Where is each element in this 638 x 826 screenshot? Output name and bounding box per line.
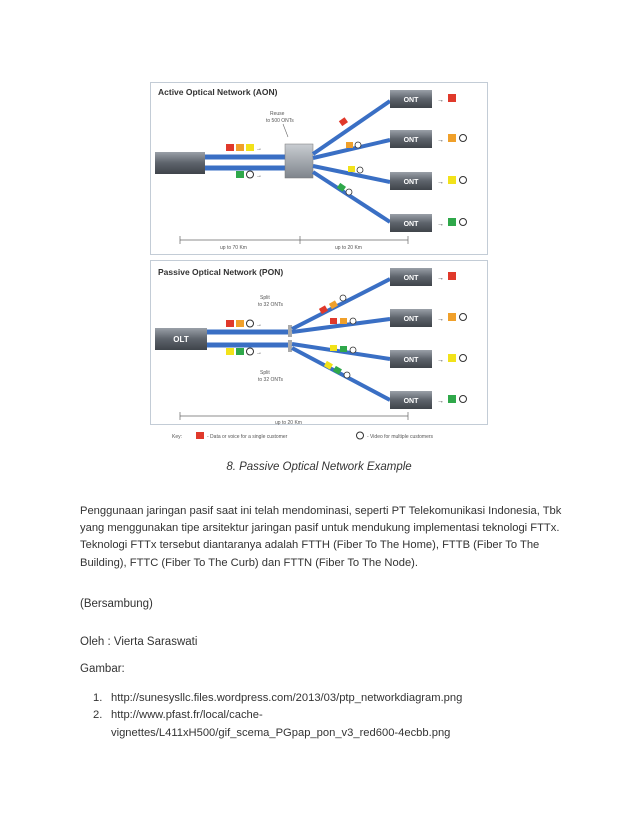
paragraph-line: Building), FTTC (Fiber To The Curb) dan … (80, 556, 419, 569)
svg-text:→: → (437, 221, 444, 228)
aon-switch (284, 143, 314, 179)
aon-distance-left: up to 70 Km (220, 245, 247, 251)
key-data-icon (196, 432, 204, 439)
paragraph-line: Teknologi FTTx tersebut diantaranya adal… (80, 539, 540, 552)
aon-ont-2: ONT → (390, 130, 467, 148)
reference-item: 1. http://sunesysllc.files.wordpress.com/… (93, 690, 462, 707)
bersambung-text: (Bersambung) (80, 598, 153, 610)
svg-text:to 32 ONTs: to 32 ONTs (258, 377, 284, 383)
svg-text:ONT: ONT (404, 221, 420, 228)
pon-ont-4: ONT → (390, 391, 467, 409)
tag-a-icon (226, 144, 234, 151)
aon-central-office (155, 152, 205, 174)
svg-text:→: → (437, 179, 444, 186)
svg-text:→: → (437, 398, 444, 405)
aon-title: Active Optical Network (AON) (158, 87, 278, 97)
reference-item: 2. http://www.pfast.fr/local/cache- (93, 707, 462, 724)
svg-text:→: → (437, 137, 444, 144)
pon-ont-2: ONT → (390, 309, 467, 327)
paragraph-line: Penggunaan jaringan pasif saat ini telah… (80, 505, 562, 517)
svg-text:→: → (437, 275, 444, 282)
svg-text:ONT: ONT (404, 179, 420, 186)
pon-ont-3: ONT → (390, 350, 467, 368)
svg-text:ONT: ONT (404, 97, 420, 104)
gambar-label: Gambar: (80, 663, 125, 675)
pon-ont-1: ONT → (390, 268, 456, 286)
reference-link[interactable]: http://sunesysllc.files.wordpress.com/20… (111, 692, 463, 704)
key-data-text: - Data or voice for a single customer (207, 434, 288, 440)
paragraph-line: yang menggunakan tipe arsitektur jaringa… (80, 522, 560, 535)
svg-text:→: → (437, 316, 444, 323)
aon-distance-right: up to 20 Km (335, 245, 362, 251)
video-icon (246, 170, 254, 179)
svg-text:ONT: ONT (404, 275, 420, 282)
reference-number: 1. (93, 692, 103, 704)
network-diagram: Active Optical Network (AON) Reuse to 50… (150, 82, 488, 440)
olt-label: OLT (173, 335, 189, 344)
key-label: Key: (172, 434, 182, 440)
tag-c-icon (246, 144, 254, 151)
svg-text:→: → (437, 97, 444, 104)
pon-splitter (288, 340, 292, 352)
svg-text:ONT: ONT (404, 316, 420, 323)
svg-text:→: → (256, 173, 262, 179)
pon-title: Passive Optical Network (PON) (158, 267, 283, 277)
svg-text:ONT: ONT (404, 137, 420, 144)
svg-text:→: → (256, 146, 262, 152)
svg-text:ONT: ONT (404, 357, 420, 364)
aon-ont-3: ONT → (390, 172, 467, 190)
reference-list: 1. http://sunesysllc.files.wordpress.com/… (93, 690, 462, 742)
svg-text:Split: Split (260, 370, 270, 376)
pon-splitter (288, 325, 292, 337)
svg-text:→: → (256, 350, 262, 356)
svg-text:Split: Split (260, 295, 270, 301)
svg-text:to 32 ONTs: to 32 ONTs (258, 302, 284, 308)
svg-text:→: → (437, 357, 444, 364)
pon-olt (155, 328, 207, 350)
svg-text:ONT: ONT (404, 398, 420, 405)
figure-caption: 8. Passive Optical Network Example (226, 461, 412, 473)
reference-number: 2. (93, 709, 103, 722)
body-paragraph: Penggunaan jaringan pasif saat ini telah… (80, 503, 562, 572)
aon-ont-4: ONT → (390, 214, 467, 232)
aon-reuse-label: Reuse (270, 111, 285, 117)
tag-b-icon (236, 144, 244, 151)
reference-link-continued[interactable]: vignettes/L411xH500/gif_scema_PGpap_pon_… (111, 726, 451, 739)
key-video-icon (356, 431, 364, 440)
aon-reuse-label-2: to 500 ONTs (266, 118, 294, 124)
tag-d-icon (236, 171, 244, 178)
aon-ont-1: ONT → (390, 90, 456, 108)
pon-distance: up to 20 Km (275, 420, 302, 426)
svg-text:→: → (256, 322, 262, 328)
key-video-text: - Video for multiple customers (367, 434, 434, 440)
author-line: Oleh : Vierta Saraswati (80, 636, 198, 648)
network-diagram-figure: Active Optical Network (AON) Reuse to 50… (150, 82, 488, 444)
reference-link[interactable]: http://www.pfast.fr/local/cache- (111, 709, 263, 722)
